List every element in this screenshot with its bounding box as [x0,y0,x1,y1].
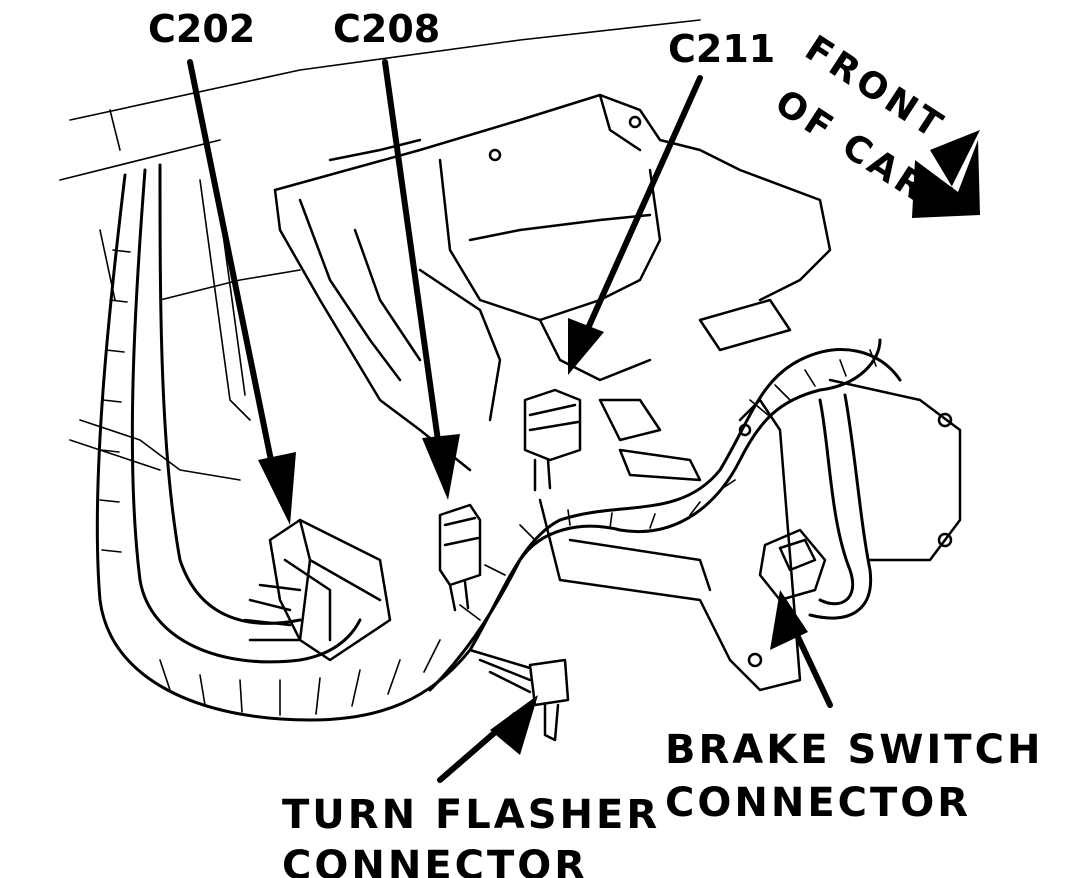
brake-switch-label-line2: CONNECTOR [665,780,972,826]
brake-switch-connector [758,528,827,602]
c208-connector [438,503,482,612]
c208-arrowhead [422,434,460,500]
c202-arrowhead [258,452,296,525]
c211-connector [523,388,582,492]
front-of-car-arrow [912,140,980,218]
brake-arrowhead [770,590,808,650]
c211-arrowhead [568,318,604,375]
turn-flasher-label-line1: TURN FLASHER [282,792,661,838]
arrowheads [258,130,980,755]
turn-flasher-connector [468,648,570,742]
c211-label: C211 [668,27,776,71]
turn-flasher-label-line2: CONNECTOR [282,843,589,878]
c202-label: C202 [148,7,256,51]
brake-switch-label-line1: BRAKE SWITCH [665,727,1044,773]
c208-label: C208 [333,7,441,51]
c202-connector [243,518,392,662]
harness-wrap-ticks [99,249,877,716]
turn-flasher-arrowhead [490,695,538,755]
dash-panel-outline [59,19,701,481]
lower-bracket [538,298,962,692]
steering-column-housing [273,93,832,472]
